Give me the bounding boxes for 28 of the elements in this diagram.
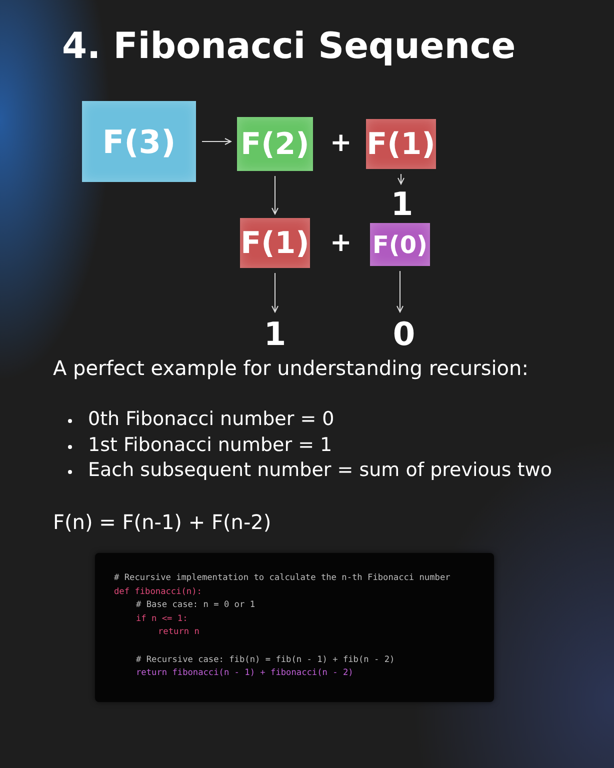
function-call-box: F(0) [370,223,430,266]
arrow [272,176,278,214]
plus-sign: + [330,128,352,158]
code-line: def fibonacci(n): [114,586,202,597]
function-call-box: F(3) [82,101,196,182]
function-call-box: F(1) [366,119,436,169]
function-call-box: F(2) [237,117,313,171]
code-line: # Base case: n = 0 or 1 [136,600,255,610]
code-line: # Recursive implementation to calculate the n-th Fibonacci number [114,573,450,583]
code-line: # Recursive case: fib(n) = fib(n - 1) + fib(n - 2) [136,654,395,665]
code-line: return n [158,627,200,638]
bullet-text: Each subsequent number = sum of previous two [88,459,552,481]
result-value: 1 [261,316,289,352]
function-call-box: F(1) [240,218,310,268]
bullet-text: 0th Fibonacci number = 0 [88,408,334,430]
result-value: 0 [390,316,418,352]
code-line: if n <= 1: [136,614,188,624]
intro-text: A perfect example for understanding recursion: [53,356,528,380]
title: 4. Fibonacci Sequence [62,26,516,67]
plus-sign: + [330,228,352,258]
arrow [398,174,404,184]
bullet-text: 1st Fibonacci number = 1 [88,434,332,456]
code-line: return fibonacci(n - 1) + fibonacci(n - 2) [136,668,354,678]
arrow [396,270,404,312]
result-value: 1 [388,188,416,220]
arrow [272,272,278,312]
arrow [202,138,232,145]
formula: F(n) = F(n-1) + F(n-2) [53,510,272,534]
